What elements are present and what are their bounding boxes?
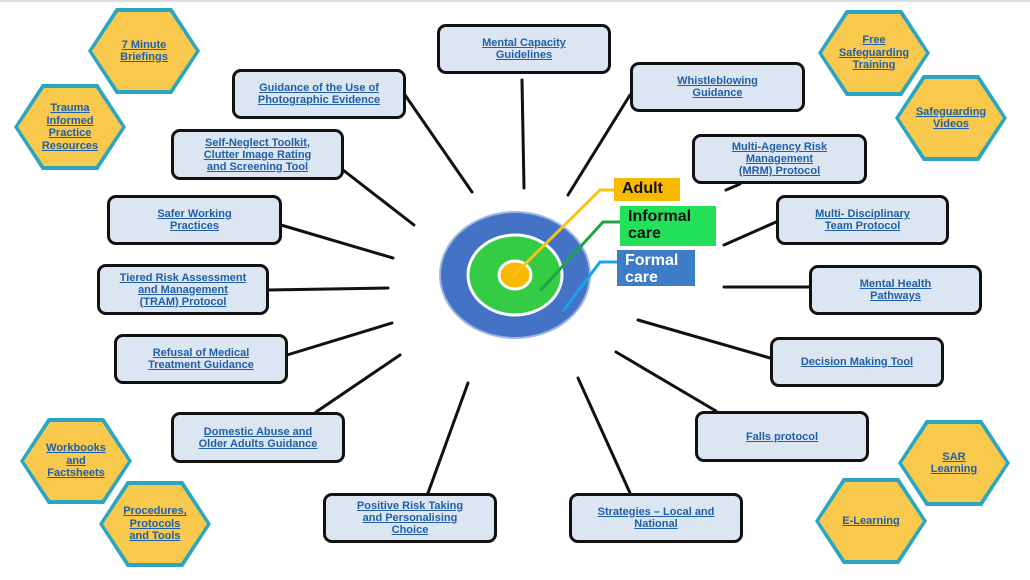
falls-box[interactable]: Falls protocol	[695, 411, 869, 462]
connector-line	[520, 78, 526, 190]
adult-pointer	[511, 188, 614, 278]
positive-risk-link[interactable]: Positive Risk Taking and Personalising C…	[356, 500, 464, 536]
connector-line	[576, 376, 632, 495]
connector-line	[426, 381, 470, 495]
mental-health-link[interactable]: Mental Health Pathways	[859, 278, 932, 302]
workbooks-link[interactable]: Workbooks and Factsheets	[46, 442, 106, 480]
connector-line	[403, 93, 474, 194]
self-neglect-box[interactable]: Self-Neglect Toolkit, Clutter Image Rati…	[171, 129, 344, 180]
e-learning-link[interactable]: E-Learning	[842, 514, 900, 527]
connector-line	[314, 353, 402, 414]
mrm-protocol-box[interactable]: Multi-Agency Risk Management (MRM) Proto…	[692, 134, 867, 184]
whistleblowing-link[interactable]: Whistleblowing Guidance	[677, 75, 758, 99]
formal-care-label: Formal care	[617, 250, 695, 286]
e-learning-hexagon[interactable]: E-Learning	[815, 478, 927, 564]
mrm-protocol-link[interactable]: Multi-Agency Risk Management (MRM) Proto…	[731, 141, 828, 177]
adult-label: Adult	[614, 178, 680, 201]
whistleblowing-box[interactable]: Whistleblowing Guidance	[630, 62, 805, 112]
connector-line	[285, 321, 394, 357]
safeguarding-videos-hexagon[interactable]: Safeguarding Videos	[895, 75, 1007, 161]
photographic-evidence-box[interactable]: Guidance of the Use of Photographic Evid…	[232, 69, 406, 119]
self-neglect-link[interactable]: Self-Neglect Toolkit, Clutter Image Rati…	[203, 136, 312, 173]
free-training-hexagon[interactable]: Free Safeguarding Training	[818, 10, 930, 96]
strategies-box[interactable]: Strategies – Local and National	[569, 493, 743, 543]
connector-line	[266, 286, 390, 292]
mdt-protocol-link[interactable]: Multi- Disciplinary Team Protocol	[815, 208, 910, 232]
connector-line	[279, 223, 395, 260]
connector-line	[341, 168, 416, 227]
positive-risk-box[interactable]: Positive Risk Taking and Personalising C…	[323, 493, 497, 543]
informal-care-label: Informal care	[620, 206, 716, 246]
connector-line	[724, 182, 742, 192]
safer-working-box[interactable]: Safer Working Practices	[107, 195, 282, 245]
trauma-informed-link[interactable]: Trauma Informed Practice Resources	[41, 102, 99, 152]
photographic-evidence-link[interactable]: Guidance of the Use of Photographic Evid…	[257, 82, 381, 106]
free-training-link[interactable]: Free Safeguarding Training	[838, 34, 910, 72]
connector-line	[614, 350, 718, 413]
7-minute-briefings-link[interactable]: 7 Minute Briefings	[120, 38, 168, 64]
procedures-link[interactable]: Procedures, Protocols and Tools	[123, 505, 187, 543]
informal-care-pointer	[538, 220, 620, 293]
top-border	[0, 0, 1030, 2]
sar-learning-hexagon[interactable]: SAR Learning	[898, 420, 1010, 506]
refusal-medical-box[interactable]: Refusal of Medical Treatment Guidance	[114, 334, 288, 384]
connector-line	[566, 93, 632, 197]
connector-line	[636, 318, 772, 360]
strategies-link[interactable]: Strategies – Local and National	[597, 506, 715, 530]
mental-capacity-link[interactable]: Mental Capacity Guidelines	[482, 37, 566, 61]
domestic-abuse-box[interactable]: Domestic Abuse and Older Adults Guidance	[171, 412, 345, 463]
tram-protocol-link[interactable]: Tiered Risk Assessment and Management (T…	[119, 271, 247, 308]
tram-protocol-box[interactable]: Tiered Risk Assessment and Management (T…	[97, 264, 269, 315]
refusal-medical-link[interactable]: Refusal of Medical Treatment Guidance	[148, 347, 254, 371]
formal-care-pointer	[561, 260, 617, 312]
decision-making-link[interactable]: Decision Making Tool	[800, 356, 914, 368]
decision-making-box[interactable]: Decision Making Tool	[770, 337, 944, 387]
connector-line	[722, 220, 778, 247]
domestic-abuse-link[interactable]: Domestic Abuse and Older Adults Guidance	[198, 425, 318, 450]
mdt-protocol-box[interactable]: Multi- Disciplinary Team Protocol	[776, 195, 949, 245]
safeguarding-videos-link[interactable]: Safeguarding Videos	[915, 105, 987, 131]
falls-link[interactable]: Falls protocol	[745, 430, 819, 443]
mental-capacity-box[interactable]: Mental Capacity Guidelines	[437, 24, 611, 74]
sar-learning-link[interactable]: SAR Learning	[930, 450, 978, 476]
mental-health-box[interactable]: Mental Health Pathways	[809, 265, 982, 315]
safer-working-link[interactable]: Safer Working Practices	[157, 208, 232, 232]
workbooks-hexagon[interactable]: Workbooks and Factsheets	[20, 418, 132, 504]
